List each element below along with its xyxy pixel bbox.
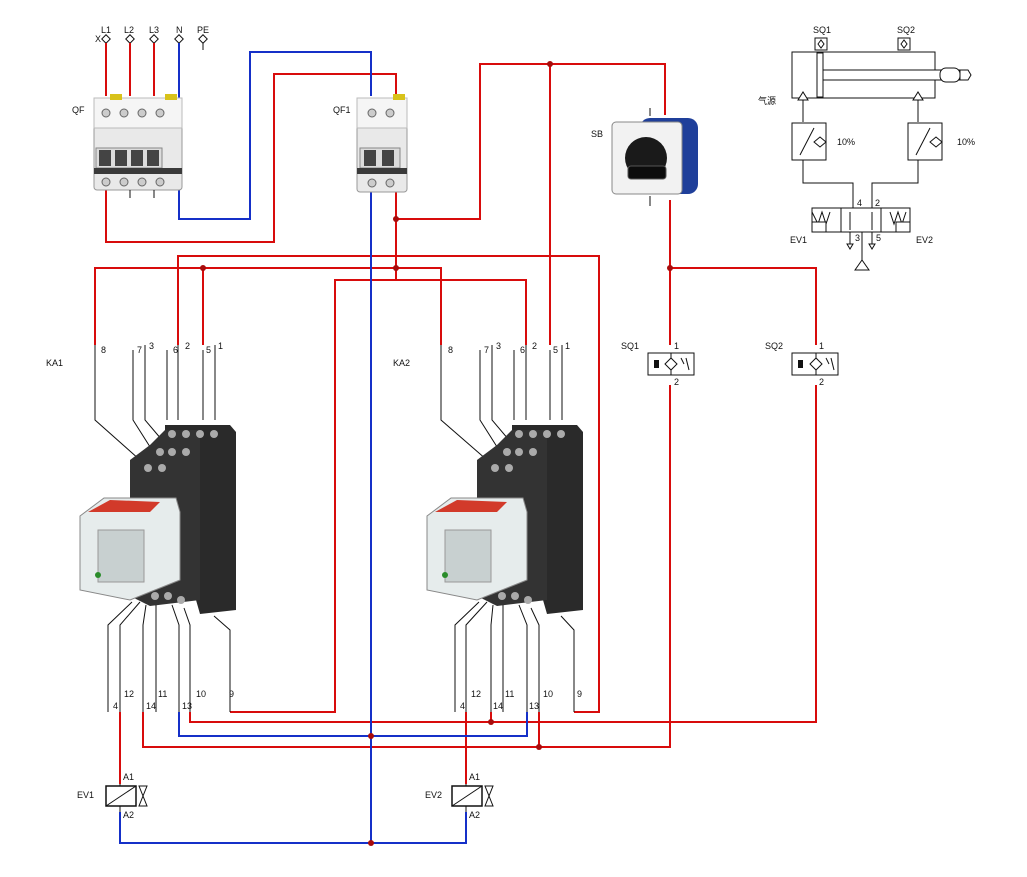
pin-label: 1	[674, 341, 679, 351]
pin-label: 3	[496, 341, 501, 351]
junction	[536, 744, 542, 750]
coil-ev2-label: EV2	[425, 790, 442, 800]
pin-label: 5	[553, 345, 558, 355]
pin-label: 2	[674, 377, 679, 387]
relay-ka2-label: KA2	[393, 358, 410, 368]
terminal-l3-label: L3	[149, 25, 159, 35]
coil-pin-label: A2	[469, 810, 480, 820]
terminal-pe	[198, 34, 208, 44]
relay-ka1: KA1 8 7 3 6 2 5 1 4 12	[46, 341, 236, 712]
pin-label: 3	[149, 341, 154, 351]
pin-label: 7	[137, 345, 142, 355]
pin-label: 14	[493, 701, 503, 711]
breaker-qf: QF	[72, 94, 183, 198]
limit-switch-sq2: SQ2 1 2	[765, 341, 839, 387]
pin-label: 6	[173, 345, 178, 355]
breaker-qf-label: QF	[72, 105, 85, 115]
pin-label: 7	[484, 345, 489, 355]
pin-label: 12	[124, 689, 134, 699]
cylinder-sensor-label: SQ2	[897, 25, 915, 35]
pin-label: 13	[529, 701, 539, 711]
pin-label: 9	[577, 689, 582, 699]
cylinder-sensor-label: SQ1	[813, 25, 831, 35]
terminal-l3	[149, 34, 159, 44]
pin-label: 1	[218, 341, 223, 351]
valve-port-label: 5	[876, 233, 881, 243]
flow-left-value: 10%	[837, 137, 855, 147]
terminal-l2	[125, 34, 135, 44]
coil-ev1: EV1 A1 A2	[77, 772, 148, 820]
pin-label: 10	[543, 689, 553, 699]
pneumatic-circuit: SQ1 SQ2 10% 10% 4	[758, 25, 975, 271]
solenoid-valve	[840, 207, 882, 233]
pin-label: 11	[505, 689, 514, 699]
junction	[488, 719, 494, 725]
relay-ka1-label: KA1	[46, 358, 63, 368]
selector-switch-label: SB	[591, 129, 603, 139]
pin-label: 10	[196, 689, 206, 699]
terminal-l2-label: L2	[124, 25, 134, 35]
pin-label: 4	[460, 701, 465, 711]
junction	[547, 61, 553, 67]
pin-label: 4	[113, 701, 118, 711]
junction	[368, 840, 374, 846]
junction	[667, 265, 673, 271]
coil-pin-label: A1	[469, 772, 480, 782]
junction	[393, 216, 399, 222]
pin-label: 11	[158, 689, 167, 699]
limit-switch-sq1-label: SQ1	[621, 341, 639, 351]
pin-label: 5	[206, 345, 211, 355]
terminal-n-label: N	[176, 25, 183, 35]
limit-switch-sq2-label: SQ2	[765, 341, 783, 351]
coil-pin-label: A2	[123, 810, 134, 820]
junction	[200, 265, 206, 271]
pin-label: 8	[101, 345, 106, 355]
air-source-label: 气源	[758, 95, 776, 106]
valve-solenoid-label: EV2	[916, 235, 933, 245]
pin-label: 6	[520, 345, 525, 355]
terminal-l1-label: L1	[101, 25, 111, 35]
flow-right-value: 10%	[957, 137, 975, 147]
valve-port-label: 4	[857, 198, 862, 208]
valve-port-label: 3	[855, 233, 860, 243]
pin-label: 13	[182, 701, 192, 711]
selector-switch-sb: SB	[591, 108, 698, 206]
junction	[368, 733, 374, 739]
coil-pin-label: A1	[123, 772, 134, 782]
terminal-n	[174, 34, 184, 44]
valve-port-label: 2	[875, 198, 880, 208]
breaker-qf1-label: QF1	[333, 105, 351, 115]
pin-label: 14	[146, 701, 156, 711]
pin-label: 1	[565, 341, 570, 351]
pin-label: 2	[819, 377, 824, 387]
pin-label: 9	[229, 689, 234, 699]
pin-label: 2	[185, 341, 190, 351]
supply-terminals: X L1 L2 L3 N PE	[95, 25, 209, 50]
terminal-marker: X	[95, 34, 101, 44]
wire-junctions	[200, 61, 673, 846]
breaker-qf1: QF1	[333, 94, 408, 193]
coil-ev1-label: EV1	[77, 790, 94, 800]
pin-label: 1	[819, 341, 824, 351]
terminal-l1	[101, 34, 111, 44]
junction	[393, 265, 399, 271]
air-source-triangle	[854, 259, 870, 271]
pin-label: 2	[532, 341, 537, 351]
terminal-pe-label: PE	[197, 25, 209, 35]
pin-label: 8	[448, 345, 453, 355]
valve-solenoid-label: EV1	[790, 235, 807, 245]
coil-ev2: EV2 A1 A2	[425, 772, 494, 820]
wires-red	[94, 43, 817, 784]
limit-switch-sq1: SQ1 1 2	[621, 341, 695, 387]
pin-label: 12	[471, 689, 481, 699]
relay-ka2: KA2 8 7 3 6 2 5 1 4 12 14 11 13	[393, 341, 583, 712]
